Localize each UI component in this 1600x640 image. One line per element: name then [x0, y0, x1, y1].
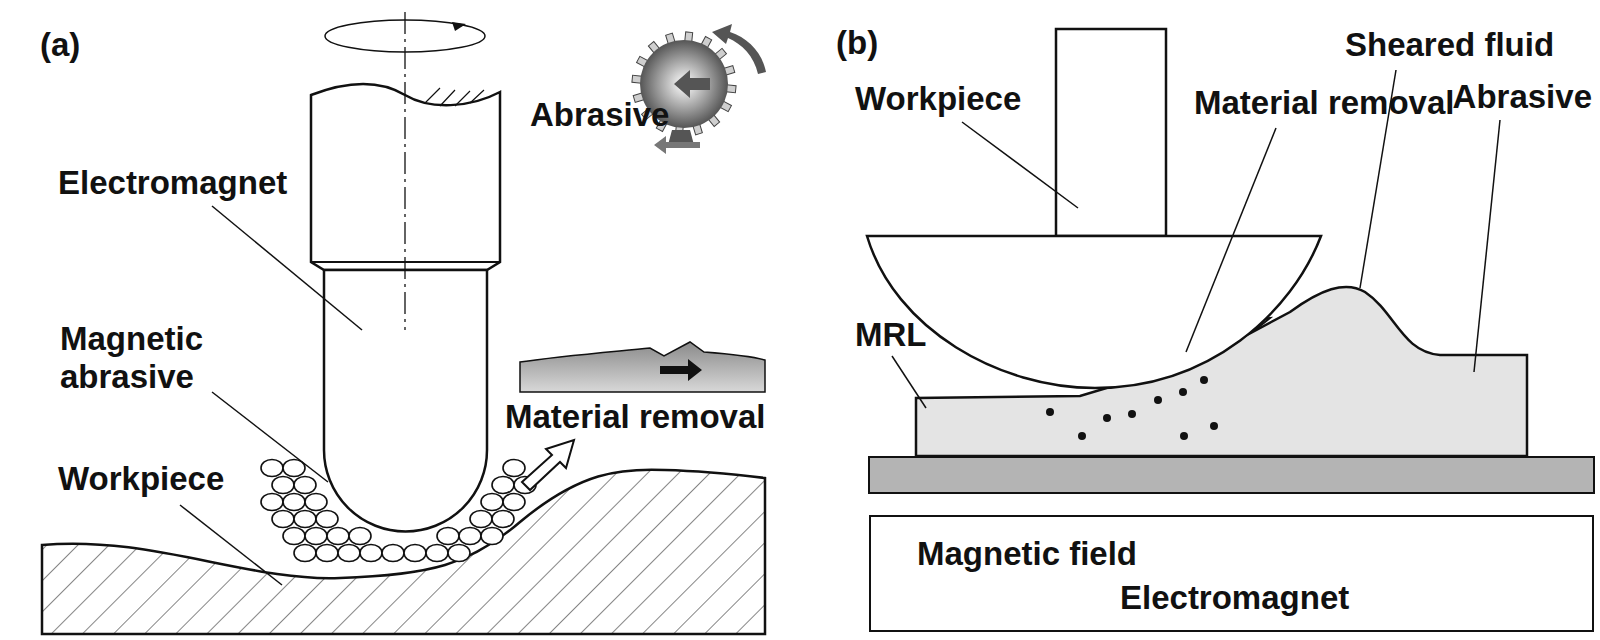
abrasive-dot — [1154, 396, 1162, 404]
abrasive-dot — [1103, 414, 1111, 422]
abrasive-particle — [503, 460, 525, 477]
electromagnet-box: Magnetic fieldElectromagnet — [869, 515, 1594, 632]
box-text: Magnetic field — [917, 535, 1137, 573]
abrasive-dots — [1046, 376, 1218, 440]
abrasive-particle — [448, 545, 470, 562]
leader-line — [962, 122, 1078, 208]
abrasive-dot — [1180, 432, 1188, 440]
abrasive-particle — [481, 528, 503, 545]
break-hatch — [425, 88, 484, 106]
leader-line — [212, 392, 328, 482]
base-plate — [869, 457, 1594, 493]
abrasive-particle — [283, 528, 305, 545]
workpiece-stem — [1056, 29, 1166, 236]
abrasive-particle — [426, 545, 448, 562]
abrasive-particle — [470, 511, 492, 528]
leader-line — [1474, 120, 1500, 372]
abrasive-particle — [272, 477, 294, 494]
part-label: Workpiece — [855, 80, 1021, 118]
abrasive-particle — [437, 528, 459, 545]
leader-line — [180, 505, 282, 585]
part-label: Abrasive — [1453, 78, 1592, 116]
panel-tag: (a) — [40, 26, 80, 64]
part-label: Electromagnet — [58, 164, 287, 202]
abrasive-dot — [1046, 408, 1054, 416]
abrasive-particle — [294, 477, 316, 494]
abrasive-particle — [316, 511, 338, 528]
abrasive-dot — [1210, 422, 1218, 430]
part-label: Sheared fluid — [1345, 26, 1554, 64]
abrasive-particle — [294, 545, 316, 562]
abrasive-particle — [316, 545, 338, 562]
abrasive-particle — [349, 528, 371, 545]
abrasive-particle — [404, 545, 426, 562]
removal-arrow — [522, 440, 574, 490]
abrasive-particle — [492, 477, 514, 494]
abrasive-particle — [294, 511, 316, 528]
part-label: Abrasive — [530, 96, 669, 134]
abrasive-particles — [261, 460, 536, 562]
workpiece-lens — [867, 236, 1321, 388]
abrasive-dot — [1179, 388, 1187, 396]
abrasive-particle — [338, 545, 360, 562]
part-label: Material removal — [1194, 84, 1454, 122]
force-arrow — [674, 70, 710, 98]
abrasive-particle — [305, 528, 327, 545]
part-label: Material removal — [505, 398, 765, 436]
abrasive-particle — [481, 494, 503, 511]
part-label: Workpiece — [58, 460, 224, 498]
abrasive-particle — [327, 528, 349, 545]
abrasive-particle — [283, 494, 305, 511]
abrasive-particle — [261, 460, 283, 477]
surface-detail — [520, 342, 765, 392]
abrasive-particle — [382, 545, 404, 562]
feed-arrow — [660, 359, 702, 381]
leader-line — [212, 206, 362, 330]
part-label: Magnetic abrasive — [60, 320, 235, 396]
abrasive-particle — [305, 494, 327, 511]
abrasive-dot — [1128, 410, 1136, 418]
abrasive-dot — [1078, 432, 1086, 440]
panel-tag: (b) — [836, 24, 878, 62]
center-line — [404, 12, 405, 330]
spin-arrow — [712, 24, 766, 74]
abrasive-particle — [261, 494, 283, 511]
part-label: MRL — [855, 316, 926, 354]
abrasive-particle — [272, 511, 294, 528]
abrasive-particle — [503, 494, 525, 511]
abrasive-particle — [360, 545, 382, 562]
abrasive-dot — [1200, 376, 1208, 384]
rotation-arrow-head — [452, 22, 466, 31]
leader-line — [1186, 128, 1276, 352]
abrasive-particle — [492, 511, 514, 528]
abrasive-particle — [459, 528, 481, 545]
leader-line — [892, 356, 926, 408]
box-text: Electromagnet — [1120, 579, 1349, 617]
shear-arrow — [654, 136, 700, 154]
